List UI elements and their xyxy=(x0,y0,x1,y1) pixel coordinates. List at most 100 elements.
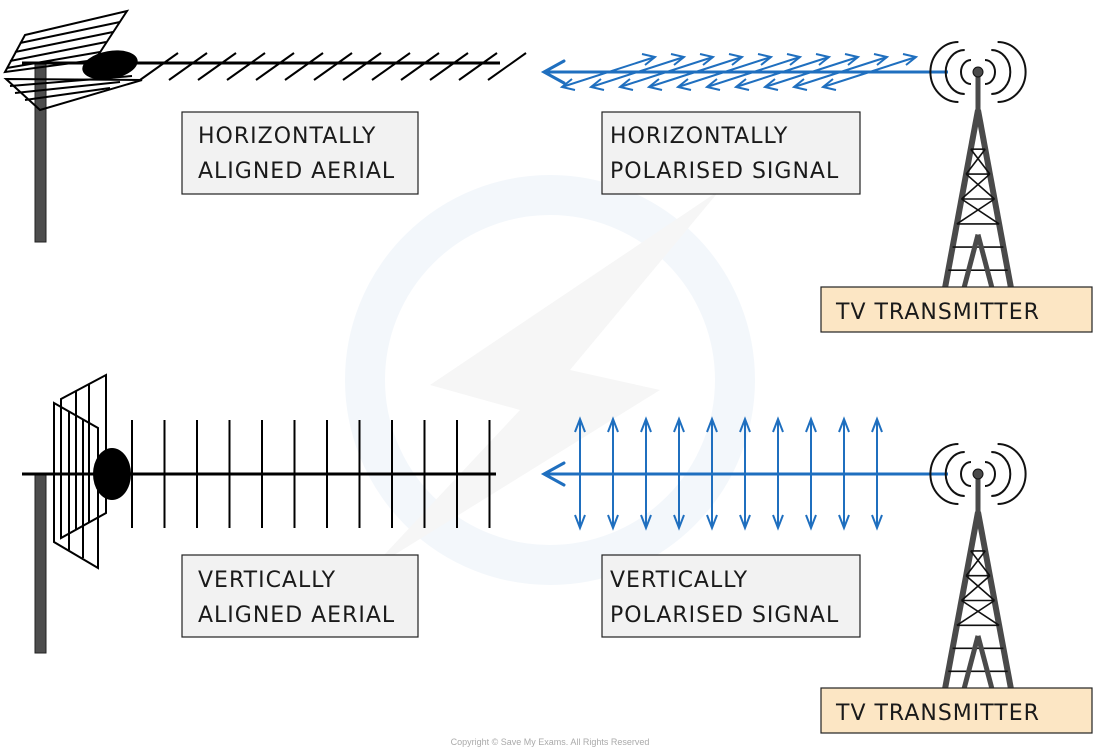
brace xyxy=(956,599,995,626)
arrowhead-down xyxy=(673,514,685,531)
arrowhead xyxy=(733,78,750,91)
brace xyxy=(961,599,1000,626)
oscillation-arrow xyxy=(735,56,830,88)
reflector-back xyxy=(60,373,107,540)
brace xyxy=(961,198,1000,225)
arrowhead-left xyxy=(540,461,566,487)
label-line1: HORIZONTALLY xyxy=(198,124,376,149)
oscillation-arrow xyxy=(793,56,888,88)
copyright-text: Copyright © Save My Exams. All Rights Re… xyxy=(451,737,650,747)
aerial-elements xyxy=(131,420,491,528)
arrowhead-up xyxy=(673,416,685,433)
arrowhead-up xyxy=(805,416,817,433)
label-line1: VERTICALLY xyxy=(198,568,336,593)
oscillation-arrow xyxy=(619,56,714,88)
horizontal-signal xyxy=(540,53,948,91)
arrowhead xyxy=(873,53,890,66)
inner-leg xyxy=(961,233,981,289)
oscillation-arrow xyxy=(764,56,859,88)
aerial-head xyxy=(82,50,138,80)
aerial-element xyxy=(226,52,266,81)
label-horizontal-signal: HORIZONTALLY POLARISED SIGNAL xyxy=(601,111,861,195)
aerial-element xyxy=(487,52,527,81)
aerial-element xyxy=(458,52,498,81)
reflector-lower xyxy=(3,77,143,112)
arrowhead xyxy=(699,53,716,66)
vertical-aerial xyxy=(22,373,496,654)
aerial-pole xyxy=(34,474,47,654)
oscillation-arrow xyxy=(648,56,743,88)
arrowhead xyxy=(675,78,692,91)
arrowhead-down xyxy=(640,514,652,531)
wave-arc xyxy=(960,461,972,487)
tower-icon xyxy=(942,468,1014,690)
brace xyxy=(965,173,996,200)
arrowhead-up xyxy=(871,416,883,433)
wave-arc xyxy=(997,443,1027,505)
arrowhead xyxy=(791,78,808,91)
oscillation-arrow xyxy=(561,56,656,88)
transmitter-label-top: TV TRANSMITTER xyxy=(820,286,1093,333)
arrowhead-down xyxy=(871,514,883,531)
label-line1: HORIZONTALLY xyxy=(610,124,788,149)
arrowhead xyxy=(670,53,687,66)
transmitter-text: TV TRANSMITTER xyxy=(835,300,1040,325)
transmitter-text: TV TRANSMITTER xyxy=(835,701,1040,726)
aerial-element xyxy=(139,52,179,81)
oscillation-arrow xyxy=(590,56,685,88)
aerial-elements xyxy=(139,52,527,81)
label-line2: POLARISED SIGNAL xyxy=(610,159,839,184)
aerial-element xyxy=(197,52,237,81)
arrowhead-up xyxy=(640,416,652,433)
label-vertical-signal: VERTICALLY POLARISED SIGNAL xyxy=(601,554,861,638)
brace xyxy=(960,173,991,200)
brace xyxy=(965,550,986,577)
label-horizontal-aerial: HORIZONTALLY ALIGNED AERIAL xyxy=(181,111,419,195)
aerial-element xyxy=(371,52,411,81)
arrowhead-left xyxy=(540,59,566,85)
wave-arc xyxy=(997,41,1027,103)
arrowhead xyxy=(704,78,721,91)
arrowhead xyxy=(762,78,779,91)
aerial-element xyxy=(284,52,324,81)
brace xyxy=(960,575,991,602)
wave-arc xyxy=(991,49,1012,95)
arrowhead xyxy=(728,53,745,66)
inner-leg xyxy=(975,635,995,690)
transmitter-tower-top xyxy=(929,41,1027,289)
brace xyxy=(970,148,991,175)
wave-arc xyxy=(984,461,996,487)
wave-arc xyxy=(984,59,996,85)
brace xyxy=(965,148,986,175)
arrowhead-up xyxy=(838,416,850,433)
watermark-logo xyxy=(345,175,755,585)
wave-arc xyxy=(960,59,972,85)
label-line1: VERTICALLY xyxy=(610,568,748,593)
wave-arc xyxy=(991,451,1012,497)
arrowhead xyxy=(757,53,774,66)
brace xyxy=(965,575,996,602)
wave-arc xyxy=(944,49,965,95)
arrowhead xyxy=(617,78,634,91)
arrowhead-down xyxy=(772,514,784,531)
arrowhead-down xyxy=(805,514,817,531)
vertical-signal xyxy=(540,416,948,531)
arrowhead-up xyxy=(772,416,784,433)
oscillation-arrow xyxy=(677,56,772,88)
transmitter-tower-bottom xyxy=(929,443,1027,690)
aerial-element xyxy=(168,52,208,81)
arrowhead xyxy=(786,53,803,66)
arrowhead xyxy=(559,78,576,91)
arrowhead-up xyxy=(574,416,586,433)
broadcast-icon xyxy=(929,41,1027,103)
inner-leg xyxy=(961,635,981,690)
aerial-element xyxy=(255,52,295,81)
oscillation-arrow xyxy=(706,56,801,88)
arrowhead-down xyxy=(706,514,718,531)
aerial-head xyxy=(93,448,131,500)
aerial-element xyxy=(400,52,440,81)
arrowhead xyxy=(588,78,605,91)
oscillation-arrows xyxy=(574,416,883,531)
wave-arc xyxy=(929,41,959,103)
label-line2: POLARISED SIGNAL xyxy=(610,603,839,628)
